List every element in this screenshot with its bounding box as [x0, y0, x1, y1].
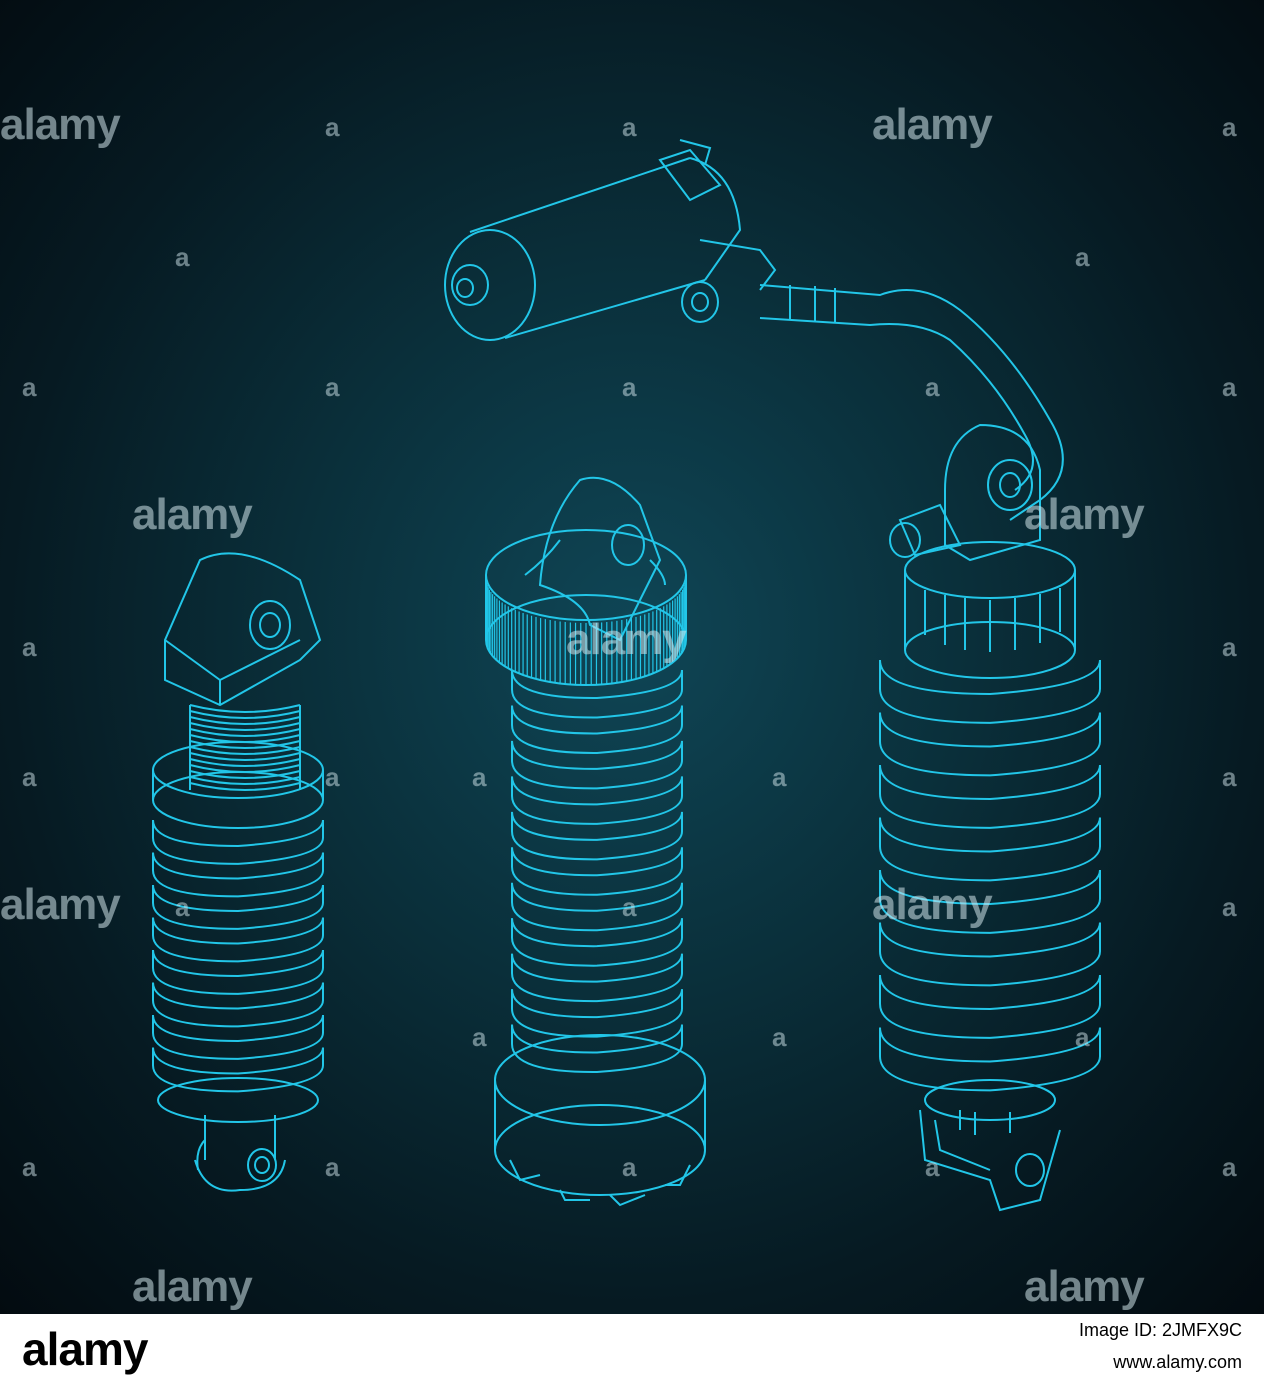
thread-line [189, 752, 301, 761]
watermark-mark: a [772, 1022, 787, 1052]
watermark-mark: a [22, 1152, 37, 1182]
watermark-mark: a [472, 762, 487, 792]
spring-coil [511, 988, 683, 1038]
watermark-text: alamy [566, 615, 687, 664]
spring-coil [879, 922, 1101, 987]
watermark-mark: a [325, 762, 340, 792]
watermark-mark: a [325, 112, 340, 142]
watermark-mark: a [325, 1152, 340, 1182]
watermark-mark: a [1222, 112, 1237, 142]
footer-bar: alamy Image ID: 2JMFX9C www.alamy.com [0, 1314, 1264, 1390]
watermark-text: alamy [872, 100, 993, 149]
alamy-logo[interactable]: alamy [22, 1323, 148, 1375]
watermark-mark: a [622, 892, 637, 922]
spring-coil [511, 847, 683, 896]
spring-coil [879, 1027, 1101, 1092]
watermark-text: alamy [1024, 1262, 1145, 1311]
watermark-mark: a [1222, 762, 1237, 792]
thread-line [189, 746, 301, 755]
spring-coil [879, 817, 1101, 882]
spring-coil [511, 1024, 683, 1074]
spring-coil [152, 949, 324, 995]
watermark-mark: a [1222, 1152, 1237, 1182]
spring-coil [152, 852, 324, 898]
spring-coil [879, 974, 1101, 1039]
spring-coil [511, 705, 683, 754]
thread-line [189, 728, 301, 737]
watermark-mark: a [1222, 892, 1237, 922]
spring-coil [511, 740, 683, 790]
watermark-text: alamy [0, 880, 121, 929]
watermark-mark: a [472, 1022, 487, 1052]
spring-coil [879, 712, 1101, 777]
spring-coil [511, 776, 683, 825]
watermark-mark: a [622, 1152, 637, 1182]
middle-shock-absorber [485, 476, 706, 1207]
site-url-link[interactable]: www.alamy.com [1113, 1352, 1242, 1372]
shock-absorbers-illustration [152, 139, 1101, 1212]
watermark-mark: a [622, 372, 637, 402]
watermark-mark: a [1075, 242, 1090, 272]
spring-coil [152, 1047, 324, 1093]
watermark-mark: a [925, 372, 940, 402]
watermark-mark: a [1222, 632, 1237, 662]
watermark-mark: a [22, 762, 37, 792]
thread-line [189, 704, 301, 713]
watermark-text: alamy [132, 1262, 253, 1311]
left-shock-absorber [152, 552, 324, 1192]
image-id-label: Image ID: 2JMFX9C [1078, 1320, 1242, 1340]
blueprint-canvas: alamy alamy alamy alamy alamy alamy alam… [0, 0, 1264, 1314]
spring-coil [511, 882, 683, 932]
watermark-text: alamy [132, 490, 253, 539]
spring-coil [152, 884, 324, 930]
spring-coil [152, 982, 324, 1028]
thread-line [189, 710, 301, 719]
watermark-mark: a [22, 372, 37, 402]
watermark-mark: a [772, 762, 787, 792]
watermark-mark: a [1075, 1022, 1090, 1052]
watermark-mark: a [925, 1152, 940, 1182]
thread-line [189, 722, 301, 731]
spring-coil [152, 819, 324, 865]
thread-line [189, 716, 301, 725]
watermark-mark: a [22, 632, 37, 662]
watermark-mark: a [175, 892, 190, 922]
watermark-mark: a [1222, 372, 1237, 402]
watermark-mark: a [325, 372, 340, 402]
watermark-mark: a [622, 112, 637, 142]
spring-coil [152, 917, 324, 963]
watermark-text: alamy [0, 100, 121, 149]
spring-coil [152, 1014, 324, 1060]
spring-coil [511, 811, 683, 861]
spring-coil [511, 918, 683, 967]
thread-line [189, 782, 301, 791]
watermark-mark: a [175, 242, 190, 272]
spring-coil [879, 764, 1101, 829]
watermark-text: alamy [872, 880, 993, 929]
thread-line [189, 758, 301, 767]
spring-coil [511, 953, 683, 1003]
spring-coil [511, 669, 683, 719]
right-shock-absorber [444, 139, 1101, 1212]
spring-coil [879, 659, 1101, 724]
spring-coil [879, 869, 1101, 934]
watermark-text: alamy [1024, 490, 1145, 539]
thread-line [189, 776, 301, 785]
